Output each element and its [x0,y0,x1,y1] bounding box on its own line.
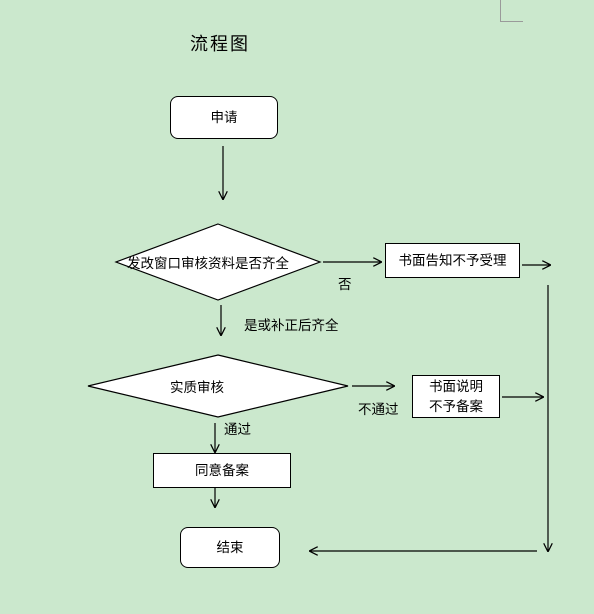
check-materials-label: 发改窗口审核资料是否齐全 [127,256,289,272]
written-reject-node: 书面告知不予受理 [385,243,520,278]
approve-node: 同意备案 [153,453,291,488]
apply-node: 申请 [170,96,278,139]
check-materials-diamond [114,223,322,301]
explain-not-filed-node: 书面说明 不予备案 [412,375,500,418]
apply-node-label: 申请 [210,109,238,126]
substantive-review-diamond [87,354,349,418]
page-corner-mark [500,0,523,22]
approve-label: 同意备案 [195,462,249,479]
edge-label-yes-or-supplemented: 是或补正后齐全 [244,318,339,334]
edge-label-not-passed: 不通过 [358,402,399,418]
diagram-title: 流程图 [190,34,250,55]
edge-label-no: 否 [338,277,352,293]
written-reject-label: 书面告知不予受理 [398,252,507,269]
edge-label-passed: 通过 [224,422,251,438]
explain-line1: 书面说明 [429,378,483,395]
end-label: 结束 [216,539,244,556]
substantive-review-label: 实质审核 [170,380,224,396]
end-node: 结束 [180,527,280,568]
explain-line2: 不予备案 [429,398,483,415]
